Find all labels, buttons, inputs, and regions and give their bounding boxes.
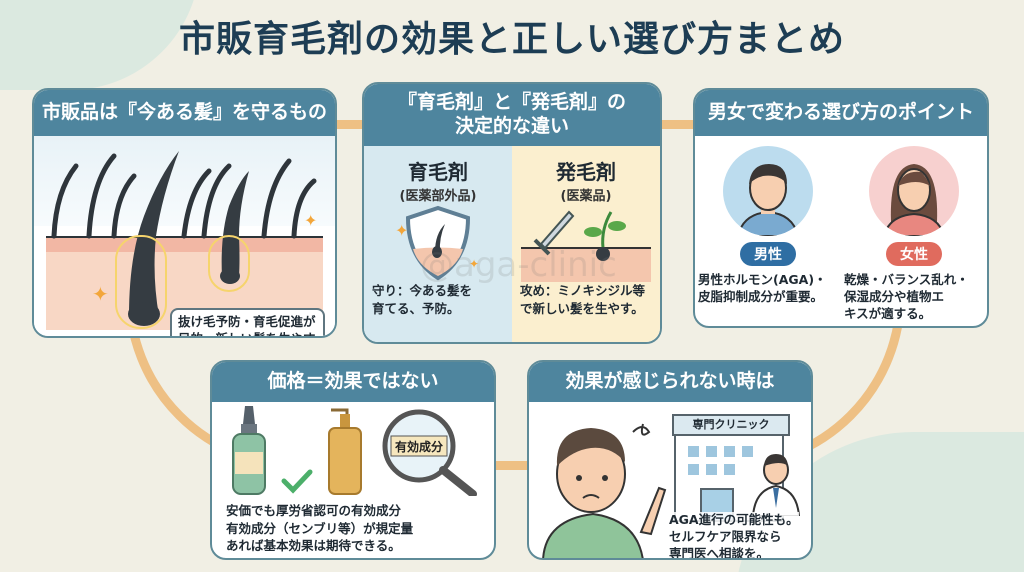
- worried-man-icon: [542, 423, 667, 558]
- shield-hair-icon: ✦✦: [364, 204, 512, 282]
- card-growth-vs-regrowth: 『育毛剤』と『発毛剤』の決定的な違い 育毛剤 (医薬部外品) ✦✦ 守り：今ある…: [362, 82, 662, 344]
- male-avatar-icon: [723, 146, 813, 236]
- male-badge: 男性: [740, 242, 796, 266]
- sword-sprout-icon: [512, 204, 660, 282]
- female-section: 女性 乾燥・バランス乱れ・保湿成分や植物エキスが適する。: [844, 146, 984, 323]
- doctor-icon: [751, 454, 801, 516]
- magnifier-icon: 有効成分: [382, 409, 477, 496]
- card-header: 効果が感じられない時は: [529, 362, 811, 402]
- card-header: 男女で変わる選び方のポイント: [695, 90, 987, 136]
- card-header: 『育毛剤』と『発毛剤』の決定的な違い: [364, 84, 660, 146]
- card-gender-points: 男女で変わる選び方のポイント 男性 男性ホルモン(AGA)・皮脂抑制成分が重要。…: [693, 88, 989, 328]
- ikumouzai-column: 育毛剤 (医薬部外品) ✦✦ 守り：今ある髪を育てる、予防。: [364, 146, 512, 342]
- svg-text:✦: ✦: [304, 211, 317, 230]
- card-when-no-effect: 効果が感じられない時は 専門クリニック AGA進行の可能性も。 セルフケア限界な…: [527, 360, 813, 560]
- card-header: 価格＝効果ではない: [212, 362, 494, 402]
- card-existing-hair: 市販品は『今ある髪』を守るもの ✦ ✦ 抜け毛予防・育毛促進が 目的。新しい髪を…: [32, 88, 337, 338]
- scalp-illustration: ✦ ✦ 抜け毛予防・育毛促進が 目的。新しい髪を生やす 「発毛」は期待できない。: [34, 136, 335, 336]
- advice-text: AGA進行の可能性も。 セルフケア限界なら 専門医へ相談を。: [669, 512, 799, 558]
- pump-bottle-icon: [328, 408, 362, 495]
- female-badge: 女性: [886, 242, 942, 266]
- speech-bubble: 抜け毛予防・育毛促進が 目的。新しい髪を生やす 「発毛」は期待できない。: [170, 308, 325, 336]
- male-section: 男性 男性ホルモン(AGA)・皮脂抑制成分が重要。: [698, 146, 838, 323]
- hatsumouzai-column: 発毛剤 (医薬品) 攻め：ミノキシジル等で新しい髪を生やす。: [512, 146, 660, 342]
- svg-text:有効成分: 有効成分: [395, 439, 443, 454]
- card-header: 市販品は『今ある髪』を守るもの: [34, 90, 335, 136]
- svg-text:✦: ✦: [92, 282, 109, 306]
- hair-follicle-icon: ✦ ✦: [51, 151, 317, 329]
- dropper-bottle-icon: [232, 406, 266, 495]
- svg-text:✦: ✦: [469, 257, 479, 271]
- svg-text:✦: ✦: [395, 221, 408, 240]
- check-icon: [281, 469, 313, 494]
- female-avatar-icon: [869, 146, 959, 236]
- card-price-not-effect: 価格＝効果ではない 有効成分 安価でも厚労省認可の有効成分 有効成分（センブリ等…: [210, 360, 496, 560]
- page-title: 市販育毛剤の効果と正しい選び方まとめ: [178, 19, 845, 60]
